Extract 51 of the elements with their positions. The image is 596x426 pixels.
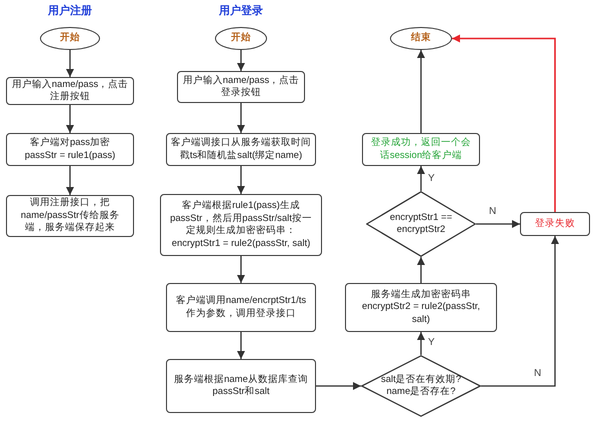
arrow xyxy=(316,382,361,390)
step-text: 服务端生成加密密码串 encryptStr2 = rule2(passStr, salt) xyxy=(360,288,481,326)
step-text: 客户端调用name/encrptStr1/ts作为参数，调用登录接口 xyxy=(174,295,308,320)
column-heading: 用户登录 xyxy=(219,4,263,18)
step-text: 客户端根据rule1(pass)生成passStr，然后用passStr/salt按一定规则生成加密密码串：encryptStr1 = rule2(passStr, salt) xyxy=(169,200,313,250)
decision-diamond xyxy=(366,191,476,257)
edge-label: Y xyxy=(427,337,436,348)
step-text: 客户端调接口从服务端获取时间戳ts和随机盐salt(绑定name) xyxy=(170,137,312,162)
arrow xyxy=(417,50,425,133)
step-text: 调用注册接口，把name/passStr传给服务端，服务端保存起来 xyxy=(20,197,120,235)
edge-label: N xyxy=(488,206,498,217)
terminal-ellipse xyxy=(215,27,267,50)
process-box xyxy=(6,77,134,105)
step-text: 客户端对pass加密 passStr = rule1(pass) xyxy=(24,137,116,162)
arrow xyxy=(237,256,245,283)
terminal-text: 开始 xyxy=(60,32,80,45)
process-box xyxy=(6,133,134,166)
decision-diamond xyxy=(361,355,481,417)
arrow xyxy=(237,332,245,359)
edge-label: N xyxy=(533,368,542,379)
step-text: 用户输入name/pass，点击注册按钮 xyxy=(10,78,130,104)
process-box xyxy=(6,195,134,237)
arrow xyxy=(66,105,74,133)
arrow xyxy=(237,103,245,133)
edge-label: Y xyxy=(427,173,436,184)
decision-text: salt是否在有效期? name是否存在? xyxy=(380,374,462,398)
process-box xyxy=(166,359,316,413)
arrow xyxy=(66,50,74,77)
arrow xyxy=(417,257,425,283)
terminal-text: 结束 xyxy=(411,32,431,45)
terminal-text: 开始 xyxy=(231,32,251,45)
arrow xyxy=(452,34,556,212)
arrow xyxy=(417,332,425,355)
arrow xyxy=(237,166,245,194)
arrow xyxy=(476,220,520,228)
arrow xyxy=(237,50,245,71)
process-box xyxy=(177,71,305,103)
step-text: 用户输入name/pass，点击登录按钮 xyxy=(182,74,300,100)
arrow xyxy=(417,166,425,191)
process-box xyxy=(160,194,322,256)
column-heading: 用户注册 xyxy=(48,4,92,18)
step-text: 登录成功，返回一个会话session给客户端 xyxy=(370,137,472,162)
step-text: 服务端根据name从数据库查询passStr和salt xyxy=(173,374,309,398)
step-text: 登录失败 xyxy=(535,218,575,230)
arrow xyxy=(481,236,559,387)
process-box xyxy=(345,283,497,332)
process-box xyxy=(362,133,480,166)
arrow xyxy=(66,166,74,195)
process-box xyxy=(520,212,590,236)
decision-text: encryptStr1 == encryptStr2 xyxy=(388,212,454,236)
process-box xyxy=(166,283,316,332)
